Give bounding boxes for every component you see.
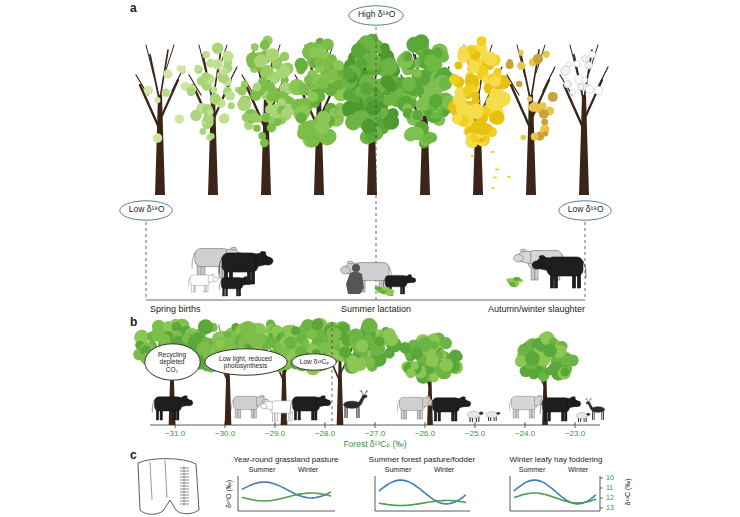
axis-tick (600, 508, 603, 509)
leaf-fodder (506, 277, 523, 288)
cow (152, 396, 193, 420)
cow (188, 274, 218, 292)
axis-value: −31.0 (165, 429, 185, 438)
carbon-axis (150, 422, 600, 428)
panel-a-animals (188, 247, 586, 297)
plot-title: Winter leafy hay foddering (510, 455, 603, 464)
cow (397, 396, 435, 419)
tree-canopy (399, 332, 463, 383)
axis-value: −24.0 (515, 429, 535, 438)
tree-canopy (275, 318, 353, 375)
axis-value: −28.0 (315, 429, 335, 438)
axis-value: −27.0 (365, 429, 385, 438)
axis-title: δ¹³C (‰) (624, 478, 632, 505)
tree-trunk (189, 45, 237, 195)
isotope-oval: Low δ¹⁸O (558, 200, 612, 221)
tooth (138, 459, 199, 515)
cow (532, 256, 586, 288)
tree-canopy (144, 65, 190, 143)
axis-value: 13 (606, 504, 614, 512)
forest-gradient (133, 318, 604, 425)
axis-value: 11 (606, 484, 613, 492)
tree-canopy (289, 38, 349, 148)
season-guides (146, 27, 585, 300)
node-text: Low δ¹⁸O (567, 205, 604, 215)
axis-value: −25.0 (465, 429, 485, 438)
falling-leaf (495, 169, 499, 171)
isotope-oval: Low δ¹⁸O (119, 200, 173, 221)
axis-tick (600, 498, 603, 499)
node-text: Low δ¹⁸O (128, 205, 165, 215)
tree-trunk (560, 45, 608, 195)
tree-canopy (237, 35, 296, 147)
sheep (468, 411, 484, 422)
season-label: Summer (519, 466, 545, 474)
tree-canopy (561, 51, 603, 95)
panel-letter: a (130, 2, 137, 16)
tree-trunk (242, 45, 290, 195)
axis-value: 12 (606, 494, 614, 502)
axis-value: 10 (606, 474, 614, 482)
season-label: Winter (434, 466, 454, 474)
panel-letter: c (130, 449, 137, 463)
season-label: Summer lactation (341, 304, 411, 314)
deer (344, 390, 369, 418)
falling-leaf (471, 155, 475, 157)
season-label: Spring births (150, 304, 201, 314)
season-label: Autumn/winter slaughter (488, 304, 585, 314)
axis-value: −30.0 (215, 429, 235, 438)
tree-trunk (507, 45, 555, 195)
falling-leaf (491, 187, 495, 189)
axis-value: −29.0 (265, 429, 285, 438)
tree-canopy (506, 50, 558, 141)
tree-trunk (136, 45, 184, 195)
cow (430, 397, 471, 421)
cow (231, 395, 269, 418)
season-label: Winter (568, 466, 588, 474)
axis-value: −23.0 (565, 429, 585, 438)
tree-trunk (295, 45, 343, 195)
deer (585, 398, 604, 420)
plot-title: Year-round grassland pasture (233, 455, 338, 464)
falling-leaf (507, 176, 511, 178)
cow (261, 400, 296, 421)
sheep (576, 413, 590, 422)
axis-tick (600, 478, 603, 479)
cow (290, 396, 331, 420)
season-label: Summer (249, 466, 275, 474)
falling-leaf (491, 151, 495, 153)
axis-title: δ¹⁸O (‰) (225, 480, 233, 508)
milking-person (346, 264, 364, 294)
tree-canopy (448, 36, 511, 148)
isotope-plot (238, 476, 335, 511)
cow (540, 397, 581, 421)
season-label: Winter (298, 466, 318, 474)
node-text: Low δ¹³Cₚ (299, 358, 330, 365)
cow (383, 275, 416, 294)
seasonal-trees (136, 34, 608, 195)
cow (509, 395, 547, 418)
tree-canopy (396, 34, 457, 148)
leaf-fodder (374, 286, 395, 297)
cow (219, 277, 252, 296)
season-label: Summer (385, 466, 411, 474)
node-text: Recycling depleted CO₂ (153, 351, 191, 373)
isotope-plot (510, 476, 600, 511)
tree-canopy (186, 43, 241, 141)
isotope-oval: High δ¹⁸O (348, 5, 404, 26)
sheep (486, 412, 500, 421)
node-text: High δ¹⁸O (357, 10, 396, 20)
isotope-plot (375, 476, 470, 511)
panel-letter: b (130, 316, 137, 330)
process-bubble: Recycling depleted CO₂ (144, 343, 201, 381)
node-text: Low light, reduced photosynthesis (216, 355, 276, 370)
axis-title: Forest δ¹³Cₚ (‰) (343, 440, 406, 450)
tree-canopy (515, 331, 579, 381)
axis-tick (600, 488, 603, 489)
axis-value: −26.0 (415, 429, 435, 438)
falling-leaf (493, 176, 497, 178)
process-bubble: Low light, reduced photosynthesis (204, 348, 288, 376)
plot-title: Summer forest pasture/fodder (369, 455, 475, 464)
process-bubble: Low δ¹³Cₚ (291, 353, 337, 371)
